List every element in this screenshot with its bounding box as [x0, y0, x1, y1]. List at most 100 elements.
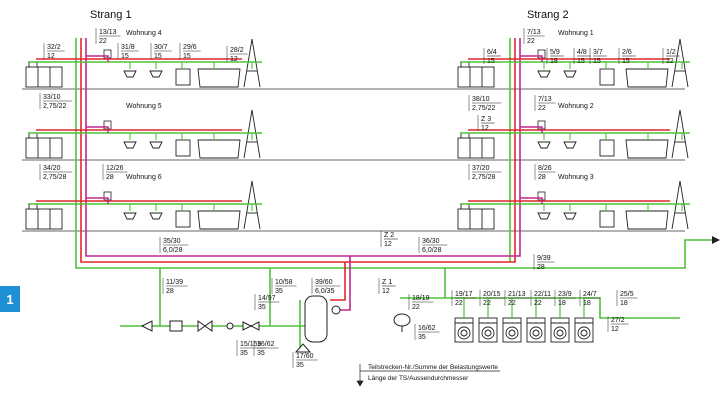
pipe-segment-label: 16/62 35: [414, 324, 440, 341]
pipe-segment-label: 35/30 6,0/28: [159, 237, 189, 254]
segment-length-diameter: 6,0/28: [163, 247, 183, 254]
pipe-segment-label: 33/102,75/22: [39, 93, 73, 110]
segment-load-value: 6/4: [487, 49, 497, 56]
outlet-arrow-icon: [712, 236, 720, 244]
legend-line-1: Teilstrecken-Nr./Summe der Belastungswer…: [368, 364, 498, 371]
segment-load-value: 8/26: [538, 165, 552, 172]
segment-load-value: 13/13: [99, 29, 117, 36]
segment-load-value: 24/7: [583, 291, 597, 298]
pipe-segment-label: Z 312: [477, 115, 495, 132]
segment-length-diameter: 22: [483, 300, 491, 307]
segment-load-value: 3/7: [593, 49, 603, 56]
segment-length-diameter: 6,0/35: [315, 288, 335, 295]
apartment-label: Wohnung 6: [126, 174, 162, 181]
segment-length-diameter: 35: [240, 350, 248, 357]
segment-length-diameter: 28: [538, 174, 546, 181]
segment-load-value: 18/19: [412, 295, 430, 302]
segment-load-value: 22/11: [534, 291, 551, 298]
segment-length-diameter: 22: [99, 38, 107, 45]
pipe-segment-label: 20/15 22: [479, 290, 505, 307]
segment-load-value: 4/8: [577, 49, 587, 56]
segment-load-value: 35/30: [163, 238, 181, 245]
segment-length-diameter: 15: [577, 58, 585, 65]
segment-length-diameter: 15: [183, 53, 191, 60]
segment-load-value: 36/30: [422, 238, 440, 245]
apartment-label: Wohnung 1: [558, 30, 594, 37]
segment-load-value: 38/10: [472, 96, 490, 103]
pipe-segment-label: 30/715: [150, 43, 172, 60]
washing-machine-icon: [550, 317, 570, 343]
segment-length-diameter: 22: [538, 105, 546, 112]
pipe-segment-label: 17/60 35: [292, 352, 318, 369]
segment-load-value: 14/97: [258, 295, 276, 302]
segment-length-diameter: 22: [508, 300, 516, 307]
segment-length-diameter: 35: [258, 304, 266, 311]
washing-machine-icon: [574, 317, 594, 343]
segment-length-diameter: 2,75/28: [472, 174, 495, 181]
segment-length-diameter: 18: [558, 300, 566, 307]
legend-line-2: Länge der TS/Aussendurchmesser: [368, 375, 469, 382]
segment-length-diameter: 22: [412, 304, 420, 311]
segment-length-diameter: 28: [106, 174, 114, 181]
segment-length-diameter: 35: [275, 288, 283, 295]
pipe-segment-label: 16/62 35: [253, 340, 279, 357]
segment-length-diameter: 18: [550, 58, 558, 65]
segment-load-value: 32/2: [47, 44, 61, 51]
segment-load-value: 39/60: [315, 279, 333, 286]
segment-length-diameter: 22: [527, 38, 535, 45]
pipe-segment-label: 32/212: [43, 43, 65, 60]
pipe-segment-label: 13/13 22: [95, 28, 121, 45]
segment-load-value: 17/60: [296, 353, 314, 360]
segment-load-value: 1/2: [666, 49, 676, 56]
segment-load-value: 9/39: [537, 255, 551, 262]
segment-load-value: 7/13: [527, 29, 541, 36]
segment-load-value: 5/9: [550, 49, 560, 56]
segment-length-diameter: 35: [296, 362, 304, 369]
apartment-label: Wohnung 2: [558, 103, 594, 110]
figure-number-badge: 1: [0, 286, 20, 312]
segment-load-value: 31/8: [121, 44, 135, 51]
segment-load-value: 15/159: [240, 341, 262, 348]
pipe-segment-label: 4/815: [573, 48, 591, 65]
segment-load-value: 16/62: [257, 341, 275, 348]
water-heater-tank: [304, 295, 328, 343]
legend: [356, 364, 500, 387]
segment-length-diameter: 12: [382, 288, 390, 295]
segment-length-diameter: 35: [257, 350, 265, 357]
fixture-set: [25, 180, 261, 230]
pipe-segment-label: 36/306,0/28: [418, 237, 448, 254]
segment-length-diameter: 22: [534, 300, 542, 307]
segment-load-value: Z 2: [384, 232, 394, 239]
segment-length-diameter: 15: [593, 58, 601, 65]
fixtures: [25, 38, 689, 230]
pipe-segment-label: 37/202,75/28: [468, 164, 502, 181]
washing-machine-icon: [478, 317, 498, 343]
pipe-segment-label: 27/212: [607, 316, 629, 333]
segment-load-value: 20/15: [483, 291, 501, 298]
segment-load-value: 33/10: [43, 94, 61, 101]
pipe-segment-label: 31/8 15: [117, 43, 139, 60]
pipe-segment-label: 2/615: [618, 48, 636, 65]
segment-length-diameter: 2,75/28: [43, 174, 66, 181]
pipe-segment-label: 39/60 6,0/35: [311, 278, 341, 295]
segment-load-value: 23/9: [558, 291, 572, 298]
segment-length-diameter: 35: [418, 334, 426, 341]
segment-load-value: 34/20: [43, 165, 61, 172]
washing-machine-icon: [502, 317, 522, 343]
segment-load-value: 29/6: [183, 44, 197, 51]
segment-load-value: 16/62: [418, 325, 436, 332]
segment-length-diameter: 15: [121, 53, 129, 60]
pipe-segment-label: 29/6 15: [179, 43, 201, 60]
pipe-segment-label: 25/518: [616, 290, 638, 307]
segment-load-value: 19/17: [455, 291, 473, 298]
risers-strang-1: [75, 38, 87, 262]
pipe-segment-label: 18/19 22: [408, 294, 434, 311]
expansion-vessel: [393, 313, 411, 332]
risers-strang-2: [509, 38, 521, 262]
segment-length-diameter: 15: [487, 58, 495, 65]
apartment-label: Wohnung 5: [126, 103, 162, 110]
